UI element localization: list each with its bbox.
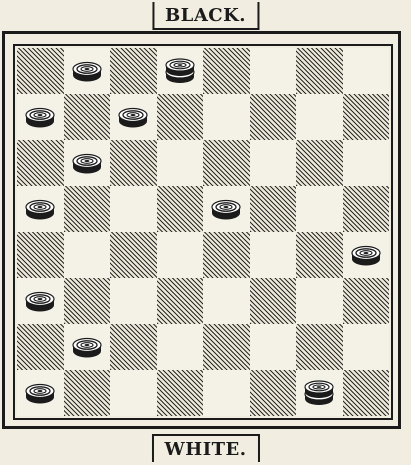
board-square-r7c4[interactable]	[203, 370, 250, 416]
checker-piece[interactable]	[24, 380, 56, 406]
board-square-r1c5[interactable]	[250, 94, 297, 140]
board-square-r0c6[interactable]	[296, 48, 343, 94]
board-square-r2c2[interactable]	[110, 140, 157, 186]
board-square-r6c2[interactable]	[110, 324, 157, 370]
board-square-r3c0[interactable]	[17, 186, 64, 232]
board-square-r0c5[interactable]	[250, 48, 297, 94]
board-square-r7c7[interactable]	[343, 370, 390, 416]
board-square-r1c3[interactable]	[157, 94, 204, 140]
checker-piece[interactable]	[71, 58, 103, 84]
board-square-r5c6[interactable]	[296, 278, 343, 324]
checker-king-piece[interactable]	[303, 380, 335, 406]
board-square-r6c3[interactable]	[157, 324, 204, 370]
board-square-r0c7[interactable]	[343, 48, 390, 94]
board-square-r1c4[interactable]	[203, 94, 250, 140]
black-label-text: BLACK.	[165, 5, 246, 26]
checker-piece[interactable]	[24, 288, 56, 314]
board-square-r7c3[interactable]	[157, 370, 204, 416]
board-square-r2c4[interactable]	[203, 140, 250, 186]
board-square-r3c4[interactable]	[203, 186, 250, 232]
board-square-r4c7[interactable]	[343, 232, 390, 278]
board-square-r1c0[interactable]	[17, 94, 64, 140]
board-square-r2c3[interactable]	[157, 140, 204, 186]
board-square-r2c7[interactable]	[343, 140, 390, 186]
board-square-r4c4[interactable]	[203, 232, 250, 278]
board-square-r6c5[interactable]	[250, 324, 297, 370]
board-square-r1c6[interactable]	[296, 94, 343, 140]
board-square-r3c3[interactable]	[157, 186, 204, 232]
board-square-r7c2[interactable]	[110, 370, 157, 416]
board-square-r3c7[interactable]	[343, 186, 390, 232]
board-square-r1c7[interactable]	[343, 94, 390, 140]
board-square-r5c4[interactable]	[203, 278, 250, 324]
board-square-r5c1[interactable]	[64, 278, 111, 324]
board-square-r1c1[interactable]	[64, 94, 111, 140]
white-side-label: WHITE.	[151, 434, 259, 462]
checkers-board	[17, 48, 389, 416]
board-square-r0c4[interactable]	[203, 48, 250, 94]
board-square-r3c6[interactable]	[296, 186, 343, 232]
board-square-r6c0[interactable]	[17, 324, 64, 370]
board-square-r0c3[interactable]	[157, 48, 204, 94]
board-square-r5c5[interactable]	[250, 278, 297, 324]
checker-piece[interactable]	[350, 242, 382, 268]
board-square-r4c5[interactable]	[250, 232, 297, 278]
board-square-r3c5[interactable]	[250, 186, 297, 232]
board-square-r5c2[interactable]	[110, 278, 157, 324]
checker-piece[interactable]	[71, 150, 103, 176]
board-square-r5c0[interactable]	[17, 278, 64, 324]
board-square-r5c7[interactable]	[343, 278, 390, 324]
board-square-r2c1[interactable]	[64, 140, 111, 186]
checker-piece[interactable]	[210, 196, 242, 222]
board-square-r2c0[interactable]	[17, 140, 64, 186]
board-square-r4c2[interactable]	[110, 232, 157, 278]
board-square-r0c1[interactable]	[64, 48, 111, 94]
board-square-r7c6[interactable]	[296, 370, 343, 416]
board-square-r2c5[interactable]	[250, 140, 297, 186]
board-square-r6c1[interactable]	[64, 324, 111, 370]
board-square-r6c7[interactable]	[343, 324, 390, 370]
board-square-r7c0[interactable]	[17, 370, 64, 416]
board-square-r7c1[interactable]	[64, 370, 111, 416]
checker-king-piece[interactable]	[164, 58, 196, 84]
board-square-r5c3[interactable]	[157, 278, 204, 324]
board-square-r1c2[interactable]	[110, 94, 157, 140]
board-square-r4c6[interactable]	[296, 232, 343, 278]
board-square-r4c0[interactable]	[17, 232, 64, 278]
board-square-r0c2[interactable]	[110, 48, 157, 94]
board-square-r3c2[interactable]	[110, 186, 157, 232]
board-square-r3c1[interactable]	[64, 186, 111, 232]
checker-piece[interactable]	[24, 104, 56, 130]
board-square-r4c1[interactable]	[64, 232, 111, 278]
white-label-text: WHITE.	[164, 439, 246, 460]
black-side-label: BLACK.	[152, 2, 259, 30]
board-square-r0c0[interactable]	[17, 48, 64, 94]
board-square-r2c6[interactable]	[296, 140, 343, 186]
checker-piece[interactable]	[24, 196, 56, 222]
checker-piece[interactable]	[117, 104, 149, 130]
board-square-r7c5[interactable]	[250, 370, 297, 416]
checker-piece[interactable]	[71, 334, 103, 360]
board-square-r6c6[interactable]	[296, 324, 343, 370]
board-square-r4c3[interactable]	[157, 232, 204, 278]
board-square-r6c4[interactable]	[203, 324, 250, 370]
